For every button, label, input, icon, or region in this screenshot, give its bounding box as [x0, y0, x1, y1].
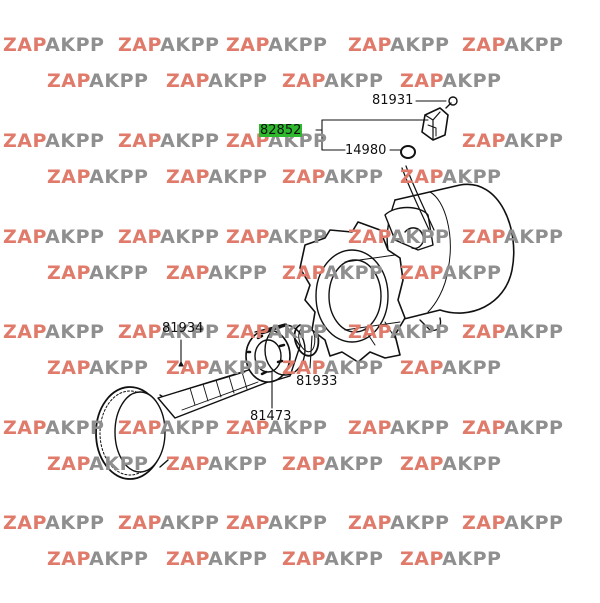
needle-bearing	[245, 323, 306, 383]
part-label-82852[interactable]: 82852	[259, 123, 303, 138]
part-label-81473[interactable]: 81473	[250, 409, 292, 424]
part-label-81934[interactable]: 81934	[162, 321, 204, 336]
sensor-assembly	[400, 96, 458, 233]
part-label-81933[interactable]: 81933	[296, 374, 338, 389]
leader-lines	[178, 100, 447, 409]
part-label-14980[interactable]: 14980	[345, 143, 387, 158]
gear-shaft-assembly	[95, 364, 276, 480]
part-label-81931[interactable]: 81931	[372, 93, 414, 108]
snap-ring	[293, 324, 320, 357]
housing	[299, 183, 515, 363]
